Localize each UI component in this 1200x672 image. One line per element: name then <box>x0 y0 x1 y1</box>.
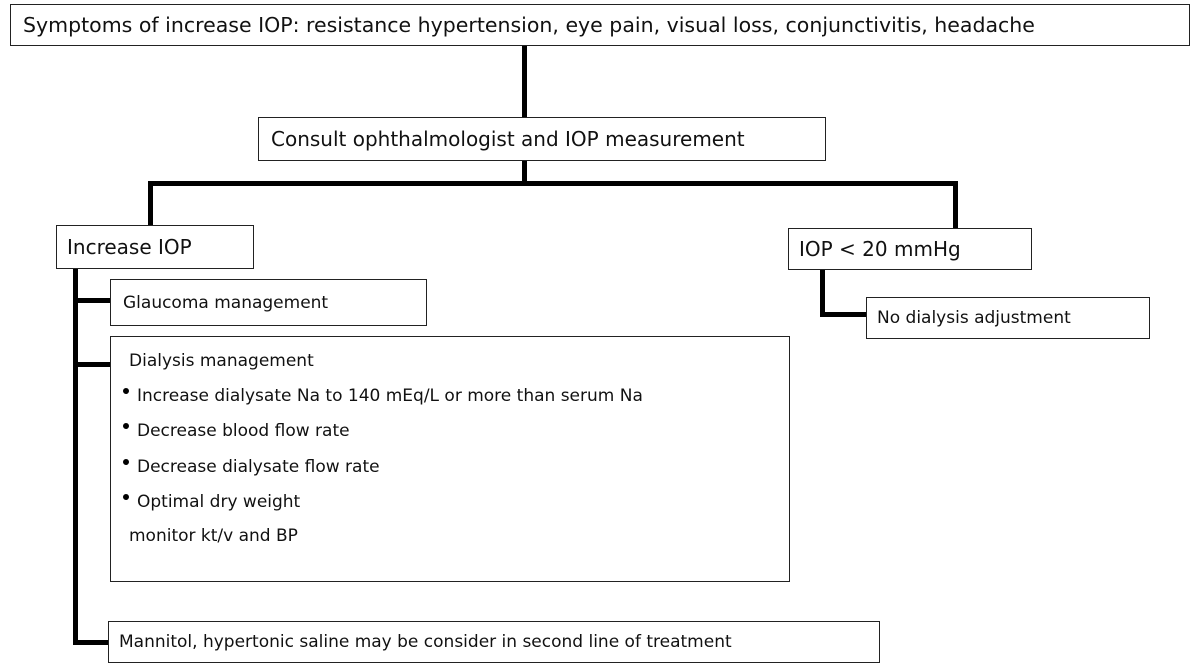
no-dialysis-text: No dialysis adjustment <box>877 308 1071 328</box>
dialysis-item: Optimal dry weight <box>123 492 300 512</box>
connector-left-spine <box>73 269 78 645</box>
connector-to-dialysis <box>73 362 110 367</box>
connector-symptoms-to-consult <box>522 46 527 117</box>
glaucoma-box: Glaucoma management <box>110 279 427 326</box>
dialysis-item-text: Decrease dialysate flow rate <box>137 457 380 477</box>
consult-text: Consult ophthalmologist and IOP measurem… <box>271 127 745 151</box>
connector-to-no-dialysis <box>820 312 866 317</box>
symptoms-text: Symptoms of increase IOP: resistance hyp… <box>23 13 1035 37</box>
connector-consult-stem <box>522 161 527 185</box>
symptoms-box: Symptoms of increase IOP: resistance hyp… <box>10 4 1190 46</box>
dialysis-item: Decrease blood flow rate <box>123 421 350 441</box>
no-dialysis-box: No dialysis adjustment <box>866 297 1150 339</box>
increase-iop-box: Increase IOP <box>56 225 254 269</box>
connector-to-mannitol <box>73 640 108 645</box>
dialysis-item: Increase dialysate Na to 140 mEq/L or mo… <box>123 386 643 406</box>
mannitol-text: Mannitol, hypertonic saline may be consi… <box>119 632 732 652</box>
connector-to-glaucoma <box>73 298 110 303</box>
iop-low-box: IOP < 20 mmHg <box>788 228 1032 270</box>
consult-box: Consult ophthalmologist and IOP measurem… <box>258 117 826 161</box>
bullet-icon <box>123 423 129 429</box>
dialysis-item-text: Decrease blood flow rate <box>137 421 350 441</box>
bullet-icon <box>123 494 129 500</box>
connector-iop-low-spine <box>820 270 825 316</box>
dialysis-item-text: Optimal dry weight <box>137 492 301 512</box>
dialysis-box: Dialysis management Increase dialysate N… <box>110 336 790 582</box>
connector-horizontal-split <box>148 181 958 186</box>
connector-to-iop-low <box>953 181 958 228</box>
increase-iop-text: Increase IOP <box>67 235 192 259</box>
bullet-icon <box>123 388 129 394</box>
dialysis-footer: monitor kt/v and BP <box>129 526 298 546</box>
connector-to-increase-iop <box>148 181 153 225</box>
iop-low-text: IOP < 20 mmHg <box>799 237 961 261</box>
glaucoma-text: Glaucoma management <box>123 292 329 313</box>
dialysis-heading: Dialysis management <box>129 351 314 371</box>
dialysis-item: Decrease dialysate flow rate <box>123 457 380 477</box>
mannitol-box: Mannitol, hypertonic saline may be consi… <box>108 621 880 663</box>
dialysis-item-text: Increase dialysate Na to 140 mEq/L or mo… <box>137 386 643 406</box>
bullet-icon <box>123 459 129 465</box>
